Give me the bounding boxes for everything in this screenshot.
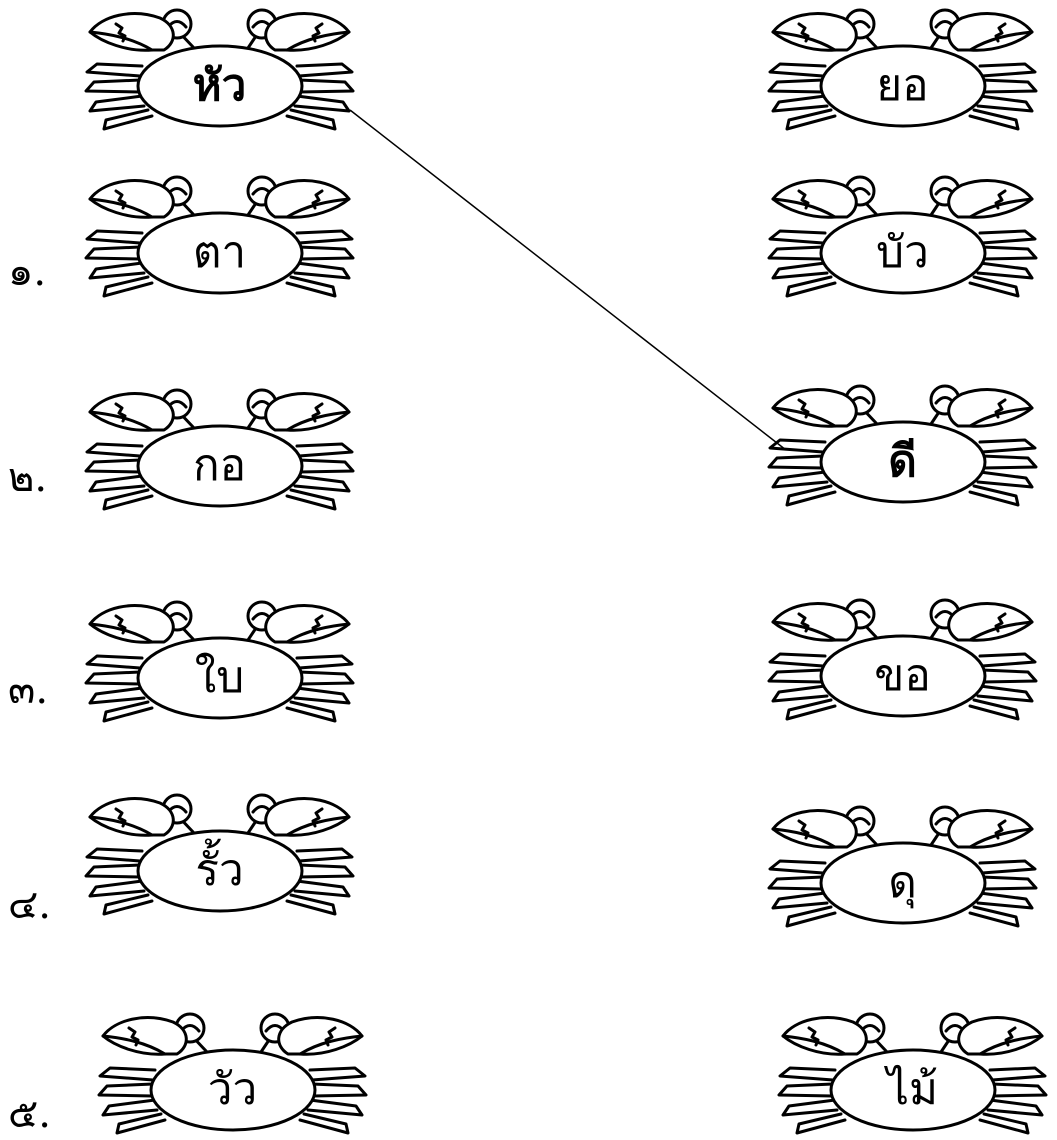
crab-right-5[interactable]: ดุ [765, 805, 1040, 930]
crab-left-2[interactable]: กอ [82, 388, 357, 513]
crab-left-4[interactable]: รั้ว [82, 793, 357, 918]
crab-right-2[interactable]: บัว [765, 175, 1040, 300]
crab-word: ไม้ [886, 1064, 939, 1115]
crab-word: ดี [888, 436, 917, 487]
crab-right-3[interactable]: ดี [765, 384, 1040, 509]
crab-word: รั้ว [195, 845, 244, 896]
crab-word: วัว [207, 1064, 258, 1115]
item-number-3: ๓. [8, 667, 49, 713]
crab-word: ขอ [874, 650, 931, 701]
crab-word: บัว [876, 227, 929, 278]
crab-left-1[interactable]: ตา [82, 175, 357, 300]
item-number-4: ๔. [8, 882, 51, 928]
crab-word: ใบ [194, 652, 245, 703]
crab-right-6[interactable]: ไม้ [775, 1012, 1050, 1137]
item-number-1: ๑. [8, 249, 47, 295]
crab-word: กอ [192, 440, 247, 491]
crab-right-1[interactable]: ยอ [765, 8, 1040, 133]
crab-left-3[interactable]: ใบ [82, 600, 357, 725]
crab-word: หัว [192, 60, 247, 111]
crab-right-4[interactable]: ขอ [765, 598, 1040, 723]
crab-example-left[interactable]: หัว [82, 8, 357, 133]
crab-word: ยอ [876, 60, 929, 111]
item-number-5: ๕. [8, 1091, 51, 1137]
crab-word: ดุ [888, 857, 917, 908]
crab-left-5[interactable]: วัว [95, 1012, 370, 1137]
item-number-2: ๒. [8, 455, 48, 501]
crab-word: ตา [192, 227, 247, 278]
